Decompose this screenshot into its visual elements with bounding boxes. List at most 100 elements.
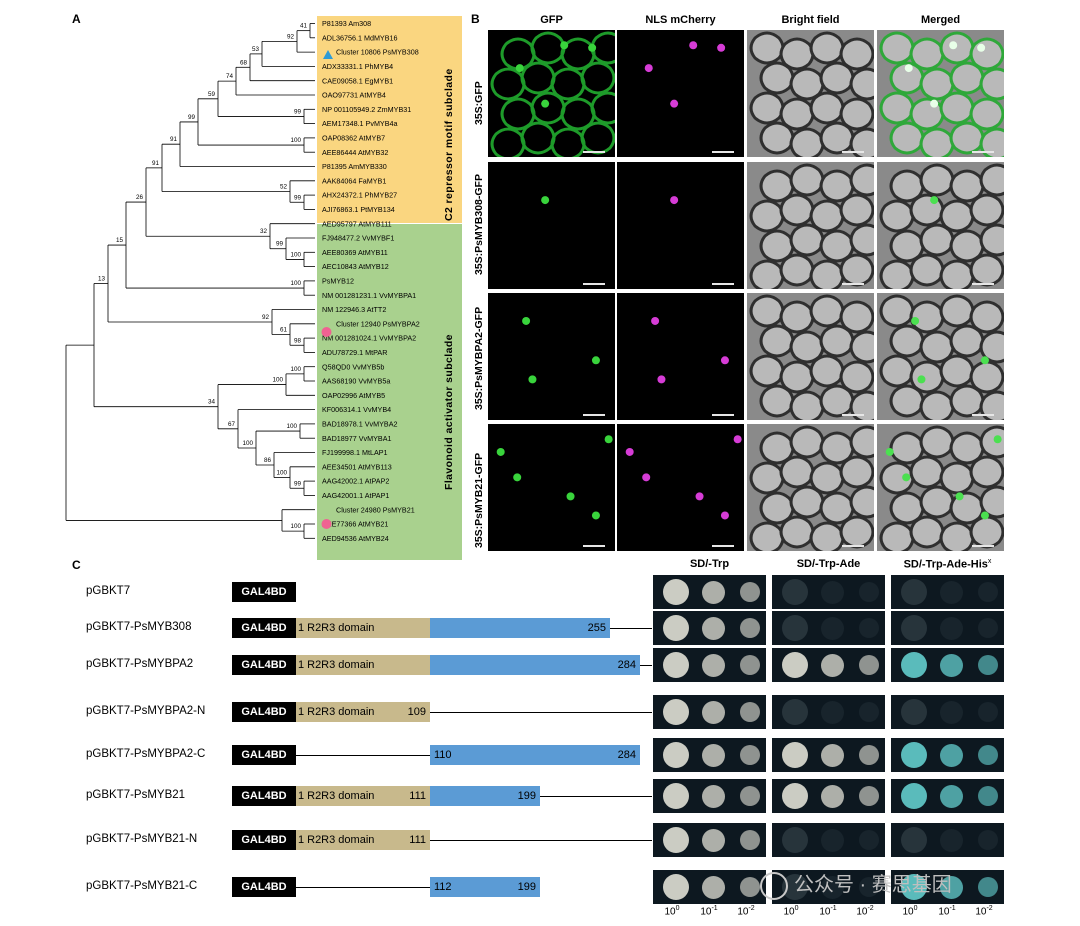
- yeast-spot: [740, 702, 760, 722]
- bootstrap-value: 92: [262, 314, 270, 321]
- micrograph: [488, 30, 615, 157]
- taxon-label: AEE80369 AtMYB11: [322, 248, 388, 257]
- construct-name: pGBKT7-PsMYBPA2-N: [86, 705, 206, 717]
- yeast-spot: [820, 653, 844, 677]
- taxon-label: ADL36756.1 MdMYB16: [322, 33, 398, 42]
- yeast-spot: [901, 652, 927, 678]
- scale-bar: [972, 283, 994, 285]
- dilution-exponent: -1: [949, 905, 956, 912]
- scale-bar: [583, 283, 605, 285]
- bootstrap-value: 98: [294, 337, 302, 344]
- micrograph: [488, 424, 615, 551]
- circle-marker-icon: [321, 327, 332, 337]
- bootstrap-value: 52: [280, 184, 288, 191]
- bootstrap-value: 34: [208, 399, 216, 406]
- bootstrap-value: 100: [242, 440, 253, 447]
- taxon-label: AHX24372.1 PhMYB27: [322, 191, 397, 200]
- yeast-spot: [978, 582, 998, 602]
- yeast-spot: [663, 699, 689, 725]
- media-header-sd-trp-ade: SD/-Trp-Ade: [796, 558, 861, 570]
- yeast-plate: [891, 870, 1004, 904]
- taxon-label: KF006314.1 VvMYB4: [322, 405, 391, 414]
- triangle-marker-icon: [323, 50, 333, 59]
- domain-name: R2R3 domain: [307, 659, 375, 671]
- construct-line: [610, 628, 652, 629]
- domain-start: 1: [298, 790, 305, 802]
- bootstrap-value: 100: [290, 251, 301, 258]
- taxon-label: AAG42001.1 AtPAP1: [322, 491, 389, 500]
- bootstrap-value: 53: [252, 46, 260, 53]
- yeast-spot: [663, 874, 689, 900]
- micrograph: [747, 30, 874, 157]
- yeast-spot: [740, 618, 760, 638]
- bootstrap-value: 99: [188, 114, 196, 121]
- construct-line: [296, 755, 430, 756]
- dilution-exponent: 0: [794, 905, 799, 912]
- dilution-exponent: 0: [913, 905, 918, 912]
- panel-label-b: B: [471, 12, 480, 26]
- taxon-label: Q58QD0 VvMYB5b: [322, 362, 384, 371]
- yeast-spot: [901, 699, 927, 725]
- yeast-plate: [653, 870, 766, 904]
- taxon-label: AAS68190 VvMYB5a: [322, 377, 390, 386]
- activator-subclade-box: [317, 224, 462, 560]
- yeast-spot: [901, 874, 927, 900]
- yeast-plate: [891, 779, 1004, 813]
- yeast-spot: [663, 783, 689, 809]
- yeast-spot: [740, 786, 760, 806]
- yeast-spot: [740, 830, 760, 850]
- domain-end: 109: [407, 706, 426, 718]
- circle-marker-icon: [321, 519, 332, 529]
- gal4bd-box: GAL4BD: [232, 786, 296, 806]
- c-terminal-start: 112: [434, 881, 452, 893]
- taxon-label: AEM17348.1 PvMYB4a: [322, 119, 398, 128]
- construct-name: pGBKT7-PsMYB21: [86, 789, 186, 801]
- construct-line: [430, 840, 652, 841]
- yeast-spot: [978, 618, 998, 638]
- taxon-label: AAG42002.1 AtPAP2: [322, 477, 389, 486]
- dilution-label: 10-1: [811, 905, 845, 917]
- scale-bar: [972, 545, 994, 547]
- construct-line: [640, 665, 652, 666]
- yeast-spot: [859, 786, 879, 806]
- dilution-base: 10: [975, 906, 987, 918]
- yeast-spot: [701, 580, 725, 604]
- yeast-spot: [701, 784, 725, 808]
- subclade-label-repressor: C2 repressor motif subclade: [443, 68, 455, 221]
- yeast-spot: [901, 827, 927, 853]
- row-header-psmyb21-gfp: 35S:PsMYB21-GFP: [473, 452, 485, 548]
- yeast-spot: [782, 742, 808, 768]
- bootstrap-value: 91: [152, 160, 160, 167]
- yeast-spot: [701, 700, 725, 724]
- bootstrap-value: 68: [240, 59, 248, 66]
- bootstrap-value: 15: [116, 237, 124, 244]
- micrograph: [488, 293, 615, 420]
- bootstrap-value: 99: [294, 194, 302, 201]
- yeast-spot: [820, 784, 844, 808]
- taxon-label: AEC10843 AtMYB12: [322, 262, 389, 271]
- dilution-label: 10-2: [729, 905, 763, 917]
- taxon-label: AED95797 AtMYB111: [322, 219, 392, 228]
- bootstrap-value: 74: [226, 73, 234, 80]
- yeast-spot: [663, 827, 689, 853]
- c-terminal-end: 199: [517, 790, 536, 802]
- domain-name: R2R3 domain: [307, 834, 375, 846]
- yeast-spot: [701, 653, 725, 677]
- bootstrap-value: 91: [170, 136, 178, 143]
- yeast-spot: [901, 742, 927, 768]
- yeast-spot: [663, 579, 689, 605]
- dilution-label: 10-2: [848, 905, 882, 917]
- scale-bar: [842, 414, 864, 416]
- domain-start: 1: [298, 659, 305, 671]
- yeast-spot: [782, 699, 808, 725]
- domain-name: R2R3 domain: [307, 790, 375, 802]
- bootstrap-value: 99: [276, 241, 284, 248]
- domain-start: 1: [298, 622, 305, 634]
- yeast-spot: [740, 745, 760, 765]
- taxon-label: CAE09058.1 EgMYB1: [322, 76, 393, 85]
- dilution-base: 10: [737, 906, 749, 918]
- gal4bd-box: GAL4BD: [232, 830, 296, 850]
- micrograph: [747, 424, 874, 551]
- yeast-spot: [939, 616, 963, 640]
- scale-bar: [842, 151, 864, 153]
